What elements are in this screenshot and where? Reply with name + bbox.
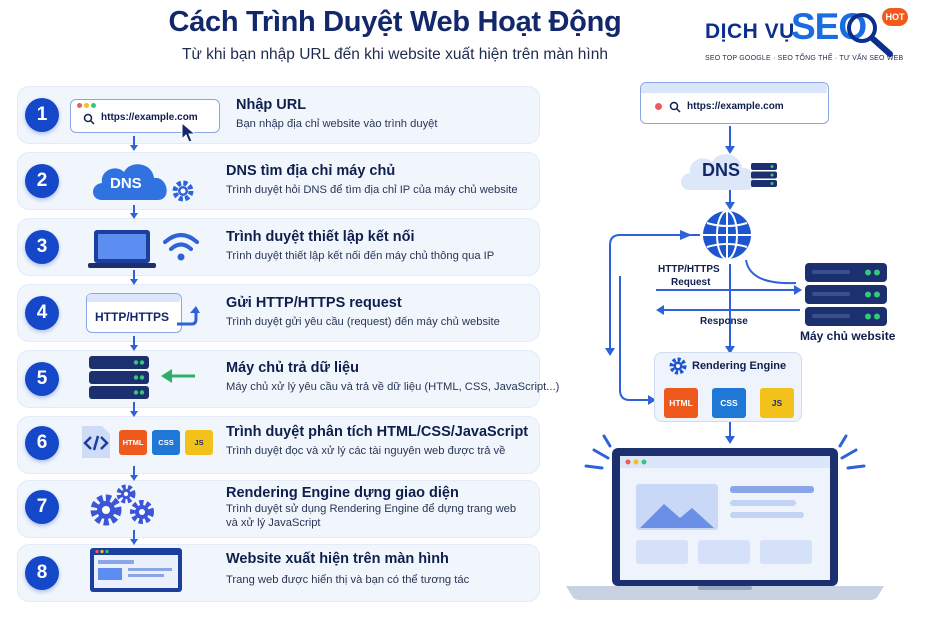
http-label: HTTP/HTTPS <box>95 310 169 324</box>
server-label: Máy chủ website <box>800 329 896 343</box>
step-title-4: Gửi HTTP/HTTPS request <box>226 295 402 311</box>
connector-line <box>133 136 135 146</box>
diagram-dns-cloud-icon <box>681 154 755 190</box>
connector-arrow <box>130 213 138 219</box>
search-icon <box>669 101 681 113</box>
diagram-html-icon: HTML <box>664 388 698 418</box>
connector-line <box>133 530 135 540</box>
gears-icon <box>90 484 154 526</box>
connector-arrow <box>130 145 138 151</box>
connector-arrow <box>130 539 138 545</box>
html-file-icon: HTML <box>119 430 147 455</box>
step-desc-4: Trình duyệt gửi yêu cầu (request) đến má… <box>226 316 500 328</box>
page-subtitle: Từ khi bạn nhập URL đến khi website xuất… <box>182 46 608 63</box>
step-title-3: Trình duyệt thiết lập kết nối <box>226 229 415 245</box>
diagram-css-icon: CSS <box>712 388 746 418</box>
request-label-2: Request <box>671 277 711 288</box>
cursor-icon <box>181 122 197 143</box>
connector-arrow <box>130 475 138 481</box>
engine-gear-icon <box>669 357 687 375</box>
magnifier-icon <box>847 13 893 57</box>
diagram-url-bar: https://example.com <box>640 82 829 124</box>
laptop-display-icon <box>566 434 884 600</box>
step-number-5: 5 <box>25 362 59 396</box>
step-title-8: Website xuất hiện trên màn hình <box>226 551 449 567</box>
step-number-3: 3 <box>25 230 59 264</box>
wifi-icon <box>163 233 199 261</box>
diagram-dns-server-icon <box>751 163 777 187</box>
step-desc-7: Trình duyệt sử dụng Rendering Engine để … <box>226 503 517 515</box>
flow-diagram <box>605 126 802 444</box>
server-icon <box>89 356 149 399</box>
step-desc-3: Trình duyệt thiết lập kết nối đến máy ch… <box>226 250 495 262</box>
step-desc-6: Trình duyệt đọc và xử lý các tài nguyên … <box>226 445 506 457</box>
gear-icon <box>172 180 194 202</box>
url-text: https://example.com <box>101 112 198 123</box>
connector-line <box>133 402 135 412</box>
step-title-2: DNS tìm địa chỉ máy chủ <box>226 163 396 179</box>
request-label-1: HTTP/HTTPS <box>658 264 720 275</box>
globe-icon <box>703 210 751 260</box>
step-desc-7b: và xử lý JavaScript <box>226 517 321 529</box>
step-desc-1: Bạn nhập địa chỉ website vào trình duyệt <box>236 118 438 130</box>
css-file-icon: CSS <box>152 430 180 455</box>
step-title-5: Máy chủ trả dữ liệu <box>226 360 359 376</box>
js-file-icon: JS <box>185 430 213 455</box>
step-desc-2: Trình duyệt hỏi DNS để tìm địa chỉ IP củ… <box>226 184 518 196</box>
http-window-icon: HTTP/HTTPS <box>86 293 182 333</box>
diagram-dns-label: DNS <box>702 160 741 180</box>
step-number-2: 2 <box>25 164 59 198</box>
step-desc-5: Máy chủ xử lý yêu cầu và trả về dữ liệu … <box>226 381 560 393</box>
step-number-7: 7 <box>25 490 59 524</box>
logo-tagline: SEO TOP GOOGLE · SEO TỔNG THỂ · TƯ VẤN S… <box>705 55 904 62</box>
step-number-8: 8 <box>25 556 59 590</box>
connector-line <box>133 466 135 476</box>
rendering-engine-label: Rendering Engine <box>692 360 787 372</box>
connector-line <box>133 336 135 346</box>
search-icon <box>83 113 95 125</box>
step-title-7: Rendering Engine dựng giao diện <box>226 485 459 501</box>
connector-line <box>133 270 135 280</box>
laptop-icon <box>88 230 156 268</box>
dns-cloud-icon <box>93 164 167 200</box>
connector-arrow <box>130 411 138 417</box>
web-server-icon <box>805 263 887 326</box>
step-desc-8: Trang web được hiển thị và bạn có thể tư… <box>226 574 470 586</box>
logo-hot-badge: HOT <box>882 8 908 26</box>
code-file-icon <box>82 426 110 458</box>
connector-line <box>133 205 135 214</box>
connector-arrow <box>130 279 138 285</box>
browser-url-icon: https://example.com <box>70 99 220 133</box>
step-number-4: 4 <box>25 296 59 330</box>
response-label: Response <box>700 316 748 327</box>
logo-text: DỊCH VỤ <box>705 20 795 43</box>
diagram-url-text: https://example.com <box>687 101 784 112</box>
monitor-webpage-icon <box>90 548 182 592</box>
step-title-1: Nhập URL <box>236 97 307 113</box>
dns-cloud-label: DNS <box>110 175 142 192</box>
redirect-arrow-icon <box>177 306 200 326</box>
step-number-6: 6 <box>25 426 59 460</box>
diagram-js-icon: JS <box>760 388 794 418</box>
page-title: Cách Trình Duyệt Web Hoạt Động <box>168 6 622 38</box>
connector-arrow <box>130 345 138 351</box>
step-title-6: Trình duyệt phân tích HTML/CSS/JavaScrip… <box>226 424 529 440</box>
step-number-1: 1 <box>25 98 59 132</box>
arrow-left-icon <box>161 369 195 383</box>
